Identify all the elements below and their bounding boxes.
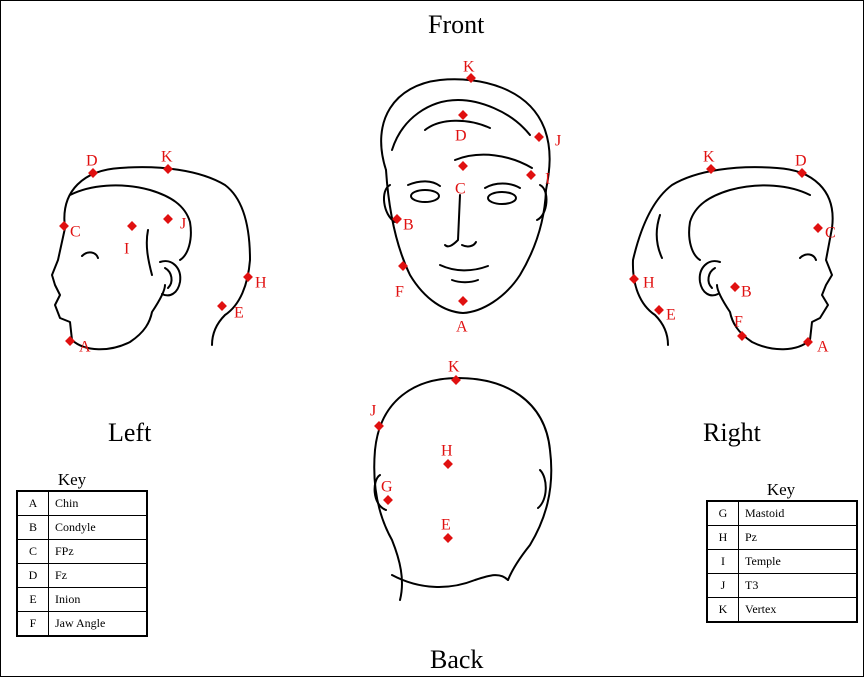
right-point-f-marker — [737, 331, 747, 341]
left-point-c-label: C — [70, 224, 81, 241]
right-point-c-marker — [813, 223, 823, 233]
back-view-label: Back — [430, 645, 483, 675]
right-point-b-label: B — [741, 284, 752, 301]
right-point-h-label: H — [643, 275, 655, 292]
right-point-k-label: K — [703, 149, 715, 166]
key-letter: D — [17, 564, 49, 588]
back-point-h-marker — [443, 459, 453, 469]
left-point-h-label: H — [255, 275, 267, 292]
front-point-a-label: A — [456, 319, 468, 336]
back-point-j-label: J — [370, 403, 376, 420]
right-head-drawing — [633, 167, 833, 349]
key-letter: G — [707, 501, 739, 526]
key-letter: I — [707, 550, 739, 574]
key-name: T3 — [739, 574, 858, 598]
key-letter: A — [17, 491, 49, 516]
front-point-b-label: B — [403, 217, 414, 234]
key-name: Temple — [739, 550, 858, 574]
front-point-d-marker — [458, 110, 468, 120]
right-point-e-marker — [654, 305, 664, 315]
front-point-k-label: K — [463, 59, 475, 76]
left-point-a-label: A — [79, 339, 91, 356]
key-letter: J — [707, 574, 739, 598]
right-point-a-label: A — [817, 339, 829, 356]
key-name: Pz — [739, 526, 858, 550]
right-point-c-label: C — [825, 225, 836, 242]
left-point-k-label: K — [161, 149, 173, 166]
key-letter: C — [17, 540, 49, 564]
key-row: KVertex — [707, 598, 857, 623]
key-name: Condyle — [49, 516, 148, 540]
key-name: Inion — [49, 588, 148, 612]
back-point-h-label: H — [441, 443, 453, 460]
back-point-k-marker — [451, 375, 461, 385]
left-point-j-marker — [163, 214, 173, 224]
back-head-drawing — [374, 378, 551, 600]
left-point-h-marker — [243, 272, 253, 282]
key-letter: F — [17, 612, 49, 637]
key-name: Fz — [49, 564, 148, 588]
front-view-label: Front — [428, 10, 484, 40]
left-point-c-marker — [59, 221, 69, 231]
right-point-f-label: F — [734, 314, 743, 331]
key-letter: E — [17, 588, 49, 612]
left-point-i-marker — [127, 221, 137, 231]
left-view-label: Left — [108, 418, 151, 448]
front-point-f-label: F — [395, 284, 404, 301]
left-point-a-marker — [65, 336, 75, 346]
right-point-a-marker — [803, 337, 813, 347]
key-name: Chin — [49, 491, 148, 516]
back-point-g-marker — [383, 495, 393, 505]
right-point-e-label: E — [666, 307, 676, 324]
front-point-i-marker — [526, 170, 536, 180]
key-letter: B — [17, 516, 49, 540]
front-point-d-label: D — [455, 128, 467, 145]
back-point-e-marker — [443, 533, 453, 543]
right-point-d-label: D — [795, 153, 807, 170]
key-name: FPz — [49, 540, 148, 564]
left-point-i-label: I — [124, 241, 129, 258]
front-point-j-marker — [534, 132, 544, 142]
key-name: Vertex — [739, 598, 858, 623]
back-point-k-label: K — [448, 359, 460, 376]
left-point-d-label: D — [86, 153, 98, 170]
front-point-a-marker — [458, 296, 468, 306]
key-name: Mastoid — [739, 501, 858, 526]
key-name: Jaw Angle — [49, 612, 148, 637]
key-right-title: Key — [706, 480, 856, 500]
right-point-h-marker — [629, 274, 639, 284]
back-point-g-label: G — [381, 479, 393, 496]
front-point-c-marker — [458, 161, 468, 171]
key-left-title: Key — [16, 470, 128, 490]
right-point-b-marker — [730, 282, 740, 292]
right-view-label: Right — [703, 418, 761, 448]
left-point-j-label: J — [180, 216, 186, 233]
key-letter: K — [707, 598, 739, 623]
back-point-e-label: E — [441, 517, 451, 534]
left-point-e-marker — [217, 301, 227, 311]
front-point-i-label: I — [545, 171, 550, 188]
left-head-drawing — [52, 167, 250, 349]
key-letter: H — [707, 526, 739, 550]
front-point-c-label: C — [455, 181, 466, 198]
front-point-j-label: J — [555, 133, 561, 150]
left-point-e-label: E — [234, 305, 244, 322]
